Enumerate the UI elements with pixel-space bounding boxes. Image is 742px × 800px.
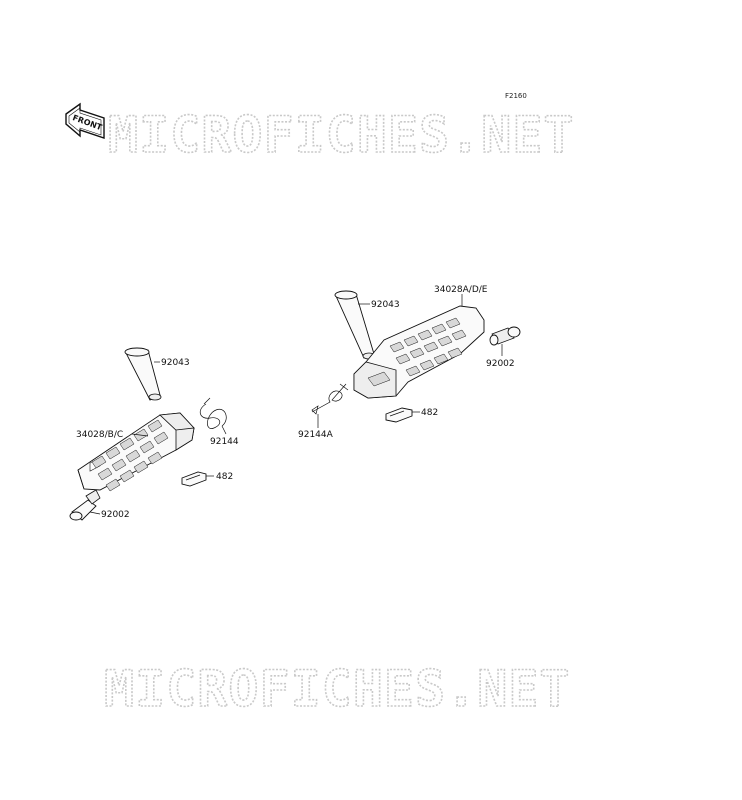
- label-right-tip: 92002: [486, 359, 515, 369]
- left-pin-92043: [124, 347, 162, 401]
- label-right-footpeg: 34028A/D/E: [434, 285, 488, 295]
- label-right-pin: 92043: [371, 300, 400, 310]
- label-left-tip: 92002: [101, 510, 130, 520]
- label-left-clip: 482: [216, 472, 233, 482]
- front-arrow-icon: FRONT: [65, 102, 105, 139]
- label-left-pin: 92043: [161, 358, 190, 368]
- watermark-bottom: MICROFICHES.NET: [104, 660, 571, 718]
- right-pin-92043: [334, 290, 376, 360]
- right-clip-482: [385, 407, 413, 423]
- right-spring-92144a: [311, 383, 349, 415]
- left-tip-92002: [69, 489, 101, 521]
- label-right-clip: 482: [421, 408, 438, 418]
- label-left-footpeg: 34028/B/C: [76, 430, 123, 440]
- right-tip-92002: [489, 326, 521, 346]
- label-left-spring: 92144: [210, 437, 239, 447]
- figure-code: F2160: [505, 92, 527, 100]
- label-right-spring: 92144A: [298, 430, 334, 440]
- right-footpeg-34028a: [353, 305, 485, 399]
- watermark-top: MICROFICHES.NET: [108, 106, 575, 164]
- left-clip-482: [181, 471, 207, 487]
- left-spring-92144: [199, 397, 227, 429]
- left-footpeg-34028: [77, 412, 195, 492]
